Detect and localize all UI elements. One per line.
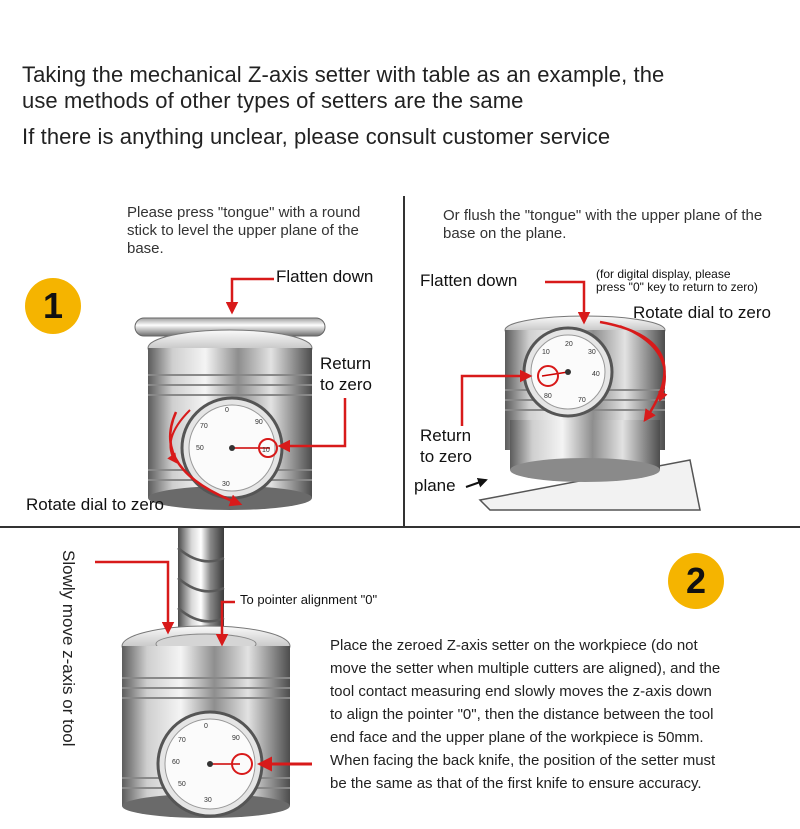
svg-text:40: 40 — [592, 371, 600, 378]
step-1b-plane-label: plane — [414, 476, 456, 495]
step-1b-digital-note-1: (for digital display, please — [596, 267, 731, 281]
step-2-pointer-label: To pointer alignment "0" — [240, 592, 378, 607]
step-1-return-label-2: to zero — [320, 375, 372, 394]
step-1b-digital-note-2: press "0" key to return to zero) — [596, 280, 758, 294]
step-1-rotate-label: Rotate dial to zero — [26, 495, 164, 514]
dial-gauge-2: 20 30 40 10 80 70 — [522, 326, 614, 418]
step-2-line-5: end face and the upper plane of the work… — [330, 729, 704, 746]
step-1b-return-label-2: to zero — [420, 447, 472, 466]
step-1-note: Please press "tongue" with a round stick… — [127, 204, 361, 257]
step-1b-return-label-1: Return — [420, 426, 472, 445]
svg-text:30: 30 — [222, 481, 230, 488]
svg-text:60: 60 — [172, 759, 180, 766]
svg-text:90: 90 — [232, 735, 240, 742]
step-2-line-1: Place the zeroed Z-axis setter on the wo… — [330, 637, 698, 654]
horizontal-divider — [0, 526, 800, 528]
svg-text:50: 50 — [178, 781, 186, 788]
step-2-line-3: tool contact measuring end slowly moves … — [330, 683, 712, 700]
svg-text:80: 80 — [544, 393, 552, 400]
step-1-badge: 1 — [25, 278, 81, 334]
svg-text:0: 0 — [225, 407, 229, 414]
header-line-3: If there is anything unclear, please con… — [22, 124, 611, 149]
step-2-instructions: Place the zeroed Z-axis setter on the wo… — [330, 634, 795, 795]
step-2-badge: 2 — [668, 553, 724, 609]
step-1-flatten-label: Flatten down — [276, 267, 374, 286]
z-axis-setter-3: 0 90 70 60 50 30 — [121, 528, 291, 818]
svg-text:70: 70 — [200, 423, 208, 430]
svg-text:10: 10 — [542, 349, 550, 356]
z-axis-setter-2: 20 30 40 10 80 70 — [478, 315, 701, 511]
vertical-divider — [403, 196, 405, 526]
header-line-1: Taking the mechanical Z-axis setter with… — [22, 62, 665, 87]
step-2-line-7: be the same as that of the first knife t… — [330, 775, 702, 792]
svg-text:10: 10 — [262, 447, 270, 454]
svg-text:0: 0 — [204, 723, 208, 730]
svg-text:30: 30 — [204, 797, 212, 804]
dial-gauge-3: 0 90 70 60 50 30 — [156, 710, 264, 818]
svg-text:70: 70 — [178, 737, 186, 744]
svg-text:90: 90 — [255, 419, 263, 426]
step-1b-rotate-label: Rotate dial to zero — [633, 303, 771, 322]
step-2-line-6: When facing the back knife, the position… — [330, 752, 716, 769]
step-1b-flatten-label: Flatten down — [420, 271, 518, 290]
svg-text:50: 50 — [196, 445, 204, 452]
svg-text:70: 70 — [578, 397, 586, 404]
svg-text:30: 30 — [588, 349, 596, 356]
step-1b-note: Or flush the "tongue" with the upper pla… — [443, 207, 763, 242]
header-line-2: use methods of other types of setters ar… — [22, 88, 524, 113]
step-2-line-4: to align the pointer "0", then the dista… — [330, 706, 714, 723]
step-2-line-2: move the setter when multiple cutters ar… — [330, 660, 721, 677]
svg-text:20: 20 — [565, 341, 573, 348]
step-1-return-label-1: Return — [320, 354, 372, 373]
